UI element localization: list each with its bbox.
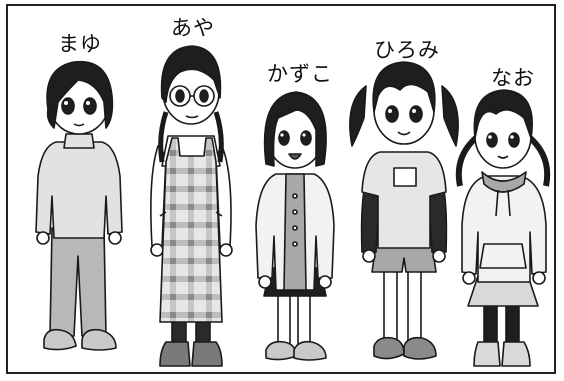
character-mayu: [35, 60, 123, 351]
character-name-nao: なお: [491, 66, 535, 90]
character-name-mayu: まゆ: [58, 32, 102, 56]
character-hiromi: [349, 61, 459, 360]
character-name-kazuko: かずこ: [267, 62, 333, 86]
character-name-aya: あや: [171, 16, 215, 40]
character-name-hiromi: ひろみ: [374, 38, 440, 62]
character-kazuko: [255, 91, 335, 361]
illustration-frame: まゆ あや かずこ ひろみ なお: [6, 4, 556, 374]
character-aya: [150, 45, 233, 367]
characters-illustration: [35, 45, 551, 367]
character-nao: [455, 89, 551, 367]
